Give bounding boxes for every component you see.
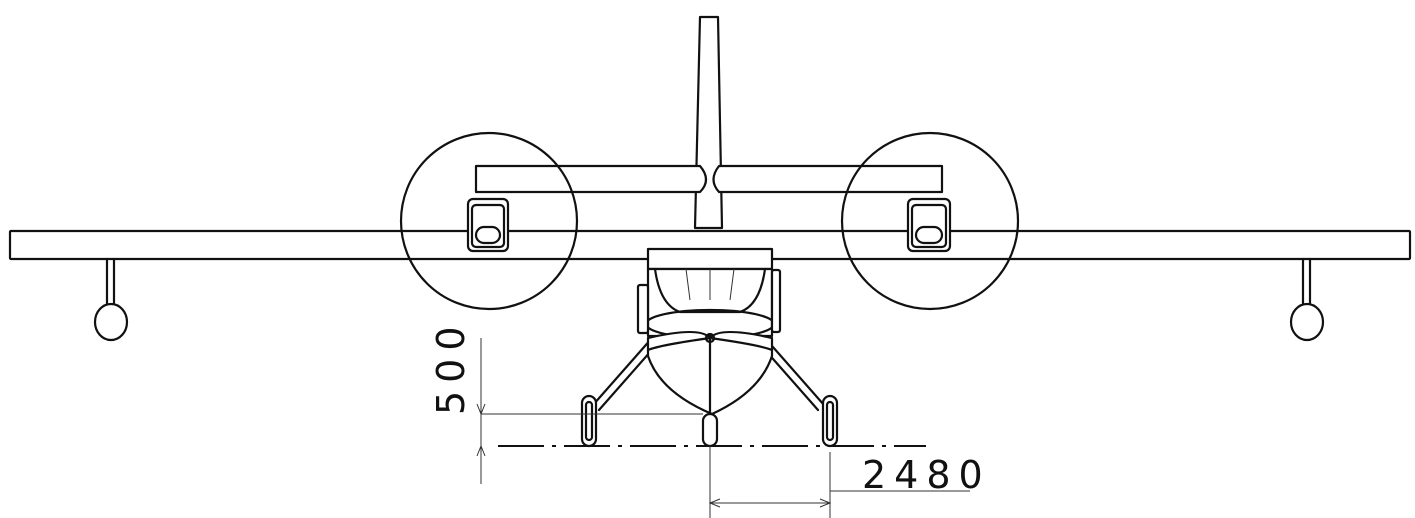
dimension-horizontal: 2480 xyxy=(708,446,991,518)
engine-nacelle-left xyxy=(466,197,510,253)
wingtip-float-left xyxy=(93,257,129,342)
dimension-500-label: 500 xyxy=(429,318,473,415)
dimension-vertical: 500 xyxy=(429,318,703,484)
fuselage xyxy=(636,247,782,448)
propeller-disc-left xyxy=(399,131,579,311)
propeller-disc-right xyxy=(840,131,1020,311)
vertical-tail-fin xyxy=(693,15,724,230)
horizontal-tailplane xyxy=(474,164,944,194)
wingtip-float-right xyxy=(1289,257,1325,342)
engine-nacelle-right xyxy=(906,197,952,253)
dimension-2480-label: 2480 xyxy=(862,453,991,497)
